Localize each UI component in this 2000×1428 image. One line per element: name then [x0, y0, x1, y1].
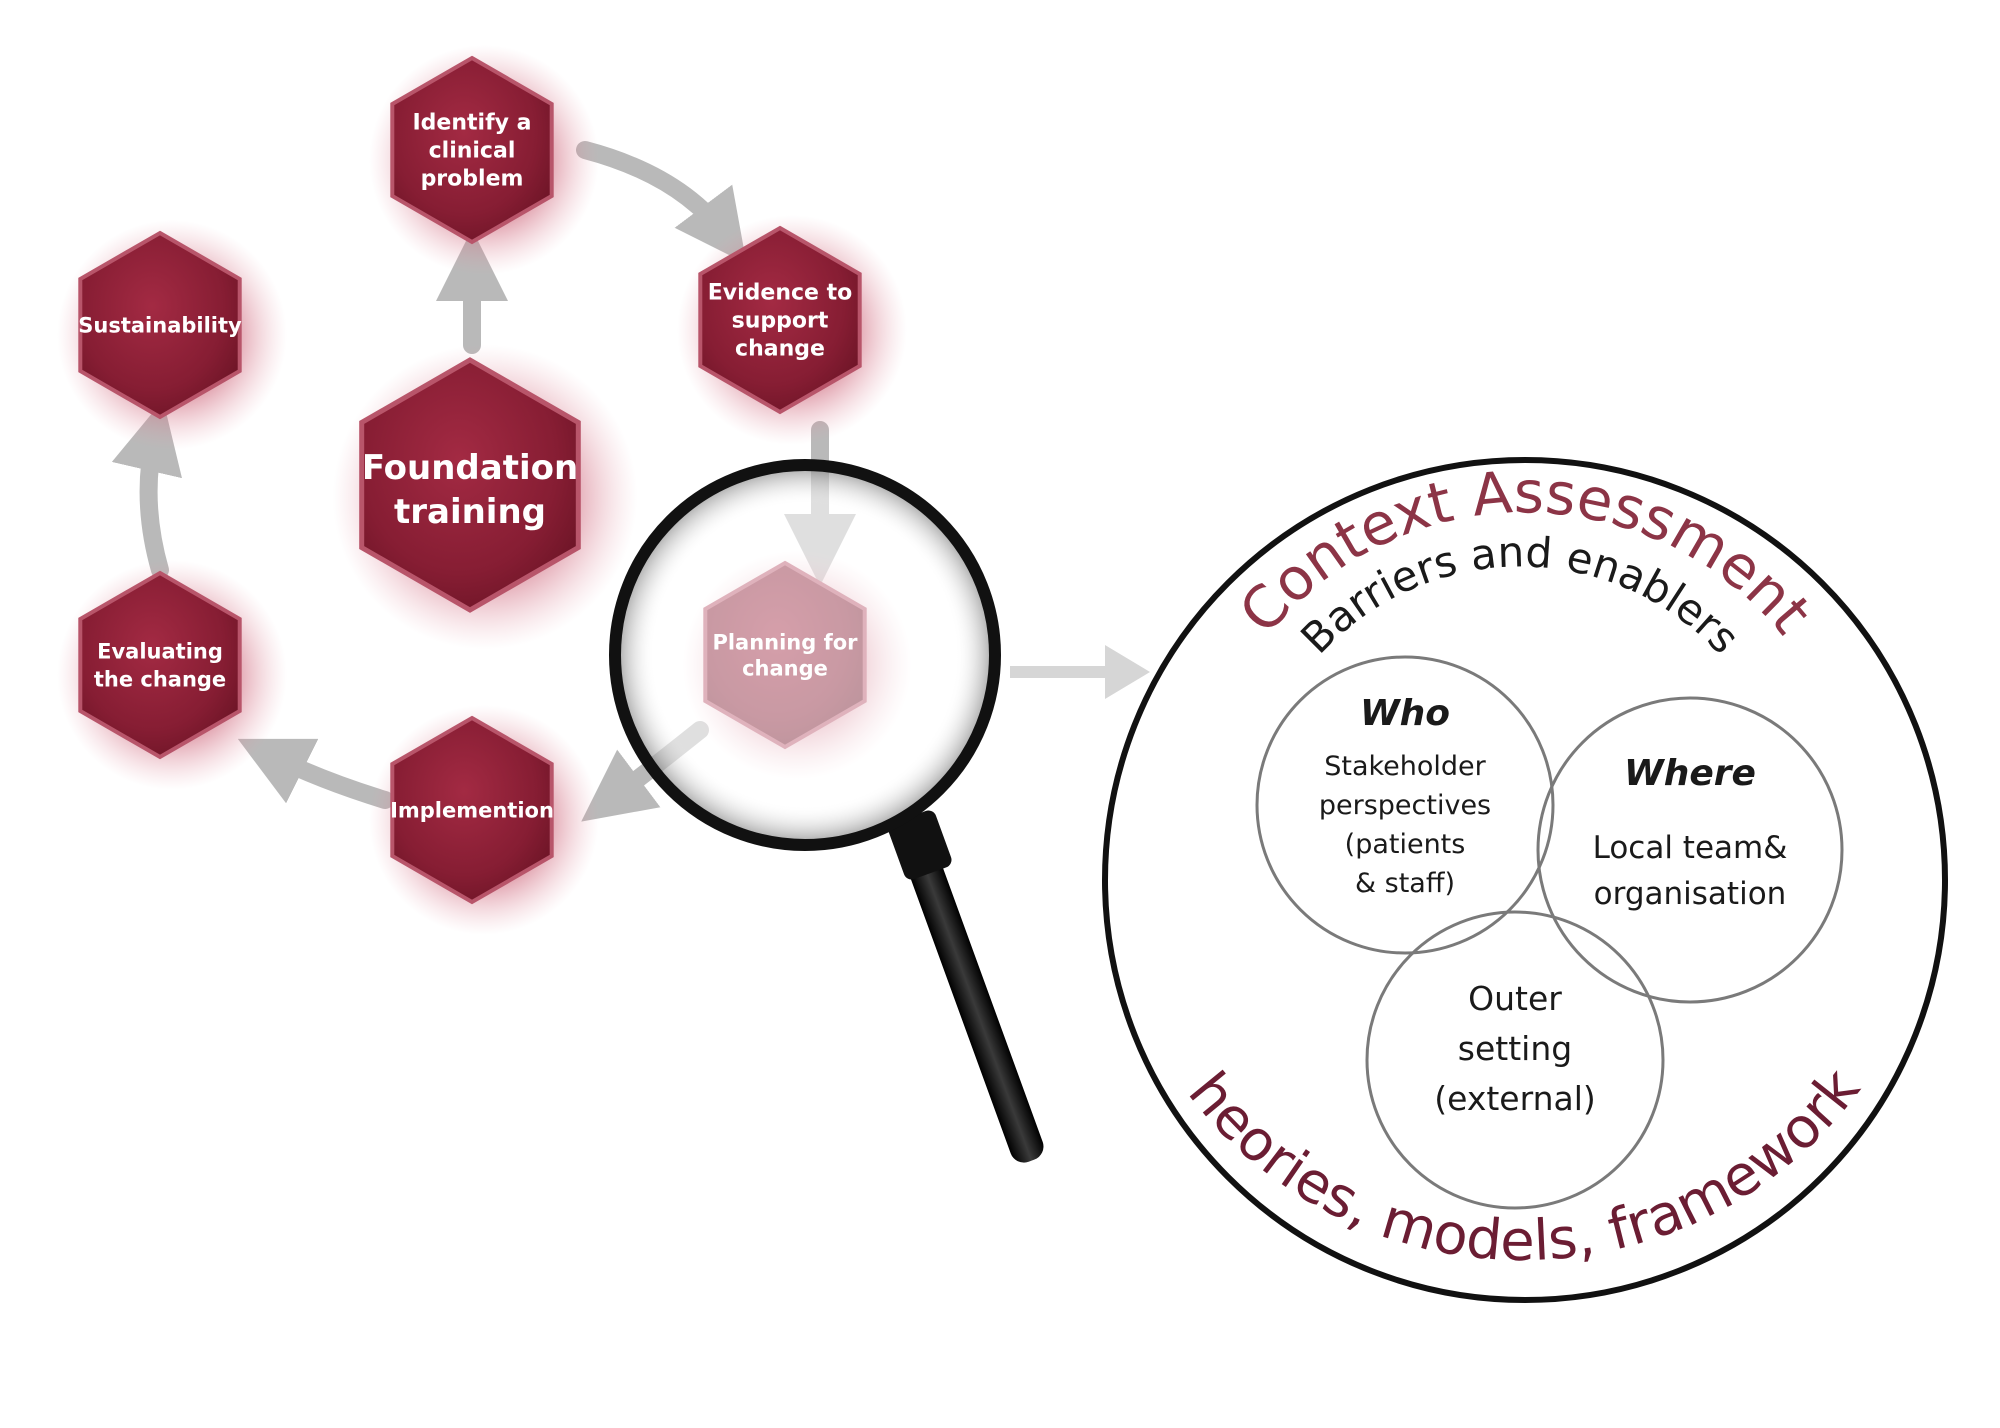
hex-implementation-label-line: Implemention — [390, 798, 554, 822]
foundation-line-2: training — [394, 492, 546, 532]
venn-who-line: & staff) — [1355, 868, 1455, 899]
hex-evidence-shape — [698, 225, 862, 415]
venn-outer-circle — [1365, 910, 1665, 1210]
hex-evidence-label-line: support — [732, 309, 829, 334]
hex-evaluating-label-line: the change — [94, 667, 226, 691]
magnifier-rim — [609, 459, 1001, 851]
hex-evaluating-label-line: Evaluating — [97, 639, 223, 663]
hex-implementation-shape — [390, 715, 554, 905]
context-outer-circle — [1102, 457, 1948, 1303]
venn-where-title: Where — [1624, 753, 1756, 794]
arrow-evaluating-to-sustainability — [111, 399, 182, 579]
hex-identify-problem-label-line: clinical — [429, 139, 516, 164]
hex-identify-problem-shape — [390, 55, 554, 245]
hex-evidence: Evidence to support change — [677, 215, 907, 445]
venn-who-line: Stakeholder — [1324, 751, 1486, 782]
venn-where-line: Local team& — [1593, 830, 1788, 866]
magnifier-handle — [909, 858, 1044, 1163]
venn-who-line: perspectives — [1319, 790, 1491, 821]
arrow-implementation-to-evaluating — [237, 738, 394, 809]
venn-outer-line: setting — [1458, 1029, 1572, 1068]
venn-where-circle — [1536, 696, 1844, 1004]
hex-sustainability-label-line: Sustainability — [78, 313, 242, 337]
venn-outer-line: Outer — [1468, 979, 1562, 1018]
hex-evaluating-shape — [78, 570, 242, 760]
hex-evidence-label-line: Evidence to — [708, 281, 853, 306]
venn-who-circle — [1255, 655, 1555, 955]
hex-identify-problem-label-line: Identify a — [413, 111, 532, 136]
hex-sustainability: Sustainability — [57, 220, 287, 450]
venn-outer-line: (external) — [1434, 1079, 1596, 1118]
foundation-line-1: Foundation — [362, 448, 578, 488]
hex-identify-problem-label-line: problem — [421, 167, 524, 192]
right-arrow-icon — [1010, 645, 1150, 699]
arrow-identify-to-evidence — [576, 141, 747, 264]
hex-implementation: Implemention — [369, 705, 599, 935]
venn-who-line: (patients — [1345, 829, 1466, 860]
venn-outer: Outer setting (external) — [1434, 979, 1596, 1118]
hex-identify-problem: Identify a clinical problem — [369, 45, 599, 275]
hex-evaluating: Evaluating the change — [57, 560, 287, 790]
magnifying-glass-icon — [609, 459, 1044, 1163]
venn-who-title: Who — [1360, 693, 1450, 734]
hex-sustainability-shape — [78, 230, 242, 420]
magnifier-neck — [888, 810, 952, 880]
hex-evidence-label-line: change — [735, 337, 825, 362]
venn-where-line: organisation — [1594, 876, 1787, 912]
hex-foundation-shape — [359, 357, 581, 613]
